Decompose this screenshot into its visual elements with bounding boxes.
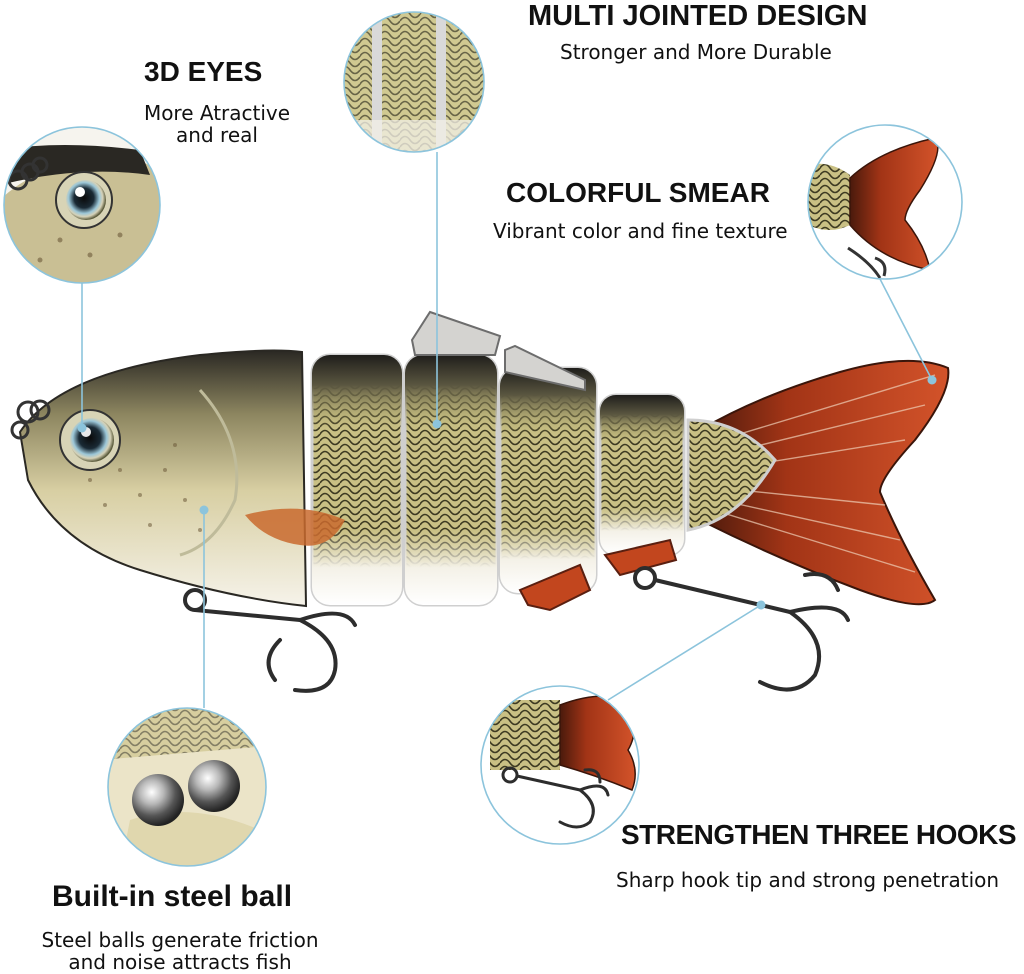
eye-detail-circle — [4, 127, 160, 283]
steel-feature-desc: Steel balls generate friction and noise … — [30, 928, 330, 974]
callout-dots — [77, 375, 937, 610]
smear-detail-circle — [808, 125, 962, 279]
lure-head — [18, 349, 308, 608]
eyes-desc-line-1: More Atractive — [143, 101, 291, 125]
hooks-feature-title: STRENGTHEN THREE HOOKS — [621, 819, 1017, 850]
eyes-desc-line-2: and real — [176, 122, 258, 147]
callout-lines — [81, 152, 933, 708]
rear-treble-hook — [633, 566, 850, 692]
hooks-detail-circle — [481, 686, 639, 844]
steel-feature-title: Built-in steel ball — [52, 880, 293, 913]
eyes-feature-title: 3D EYES — [144, 56, 263, 87]
jointed-feature-desc: Stronger and More Durable — [560, 40, 832, 64]
fishing-lure-illustration — [10, 310, 950, 693]
smear-feature-title: COLORFUL SMEAR — [506, 177, 770, 208]
steel-desc-line-1: Steel balls generate friction — [41, 928, 319, 952]
front-treble-hook — [183, 588, 357, 693]
jointed-feature-title: MULTI JOINTED DESIGN — [528, 0, 868, 32]
eyes-feature-desc: More Atractive and real — [132, 101, 302, 147]
tail-fin — [699, 359, 950, 606]
joint-detail-circle — [344, 12, 484, 152]
steel-ball-detail-circle — [108, 708, 266, 866]
body-segments — [310, 353, 777, 607]
smear-feature-desc: Vibrant color and fine texture — [493, 219, 788, 243]
steel-desc-line-2: and noise attracts fish — [68, 949, 292, 974]
hooks-feature-desc: Sharp hook tip and strong penetration — [616, 868, 1000, 892]
